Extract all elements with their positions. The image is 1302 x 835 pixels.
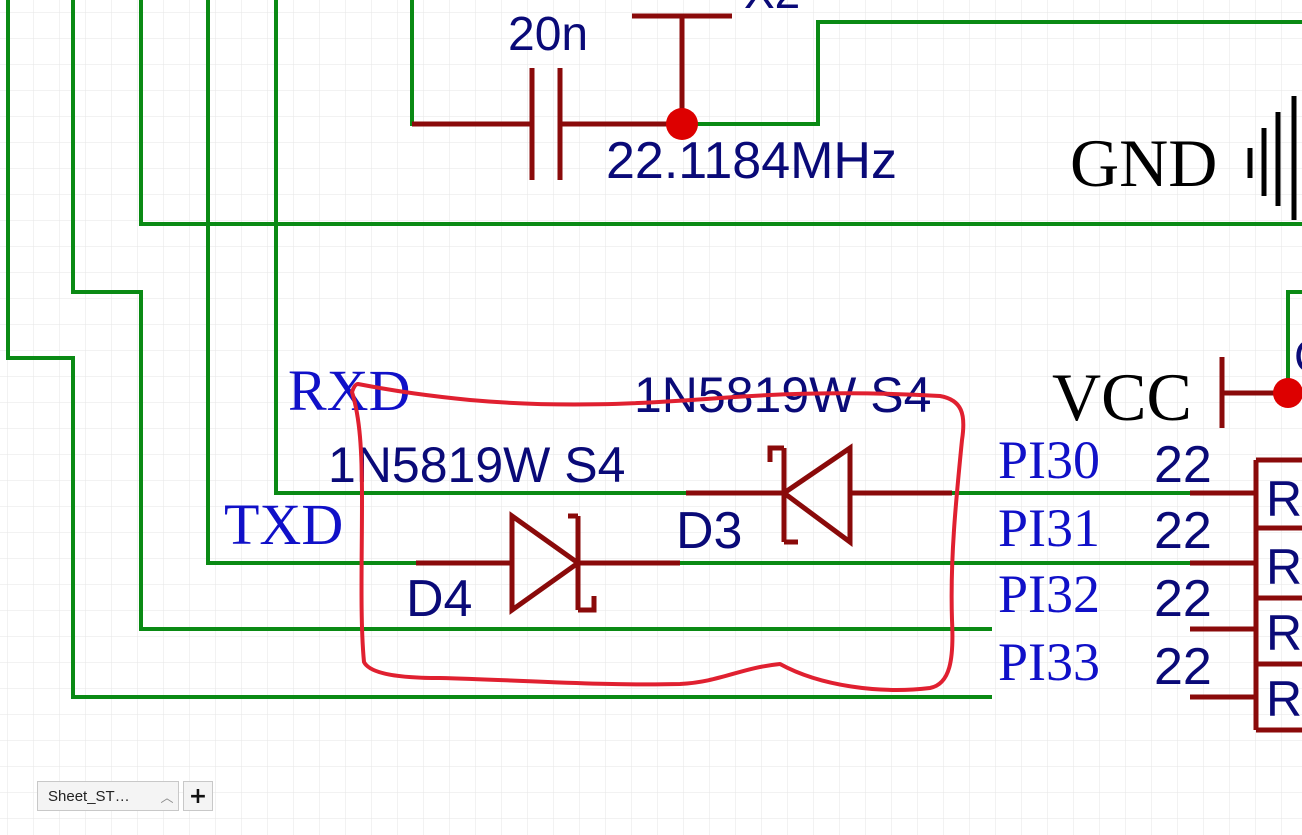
annotation-freehand-loop bbox=[350, 382, 966, 692]
wire-rxd bbox=[274, 0, 688, 495]
gnd-label: GND bbox=[1070, 125, 1217, 201]
resistor-designator-2: R bbox=[1266, 539, 1302, 595]
net-label-pi32: PI32 bbox=[998, 564, 1100, 624]
sheet-tab-label: Sheet_ST… bbox=[48, 787, 130, 805]
d3-designator: D3 bbox=[676, 502, 742, 560]
diode-d4 bbox=[416, 511, 680, 615]
d4-designator: D4 bbox=[406, 570, 472, 628]
gnd-symbol bbox=[1247, 96, 1297, 220]
add-sheet-button[interactable]: + bbox=[183, 781, 213, 811]
wire-vcc-up bbox=[1286, 290, 1302, 395]
crystal-designator: X2 bbox=[744, 0, 800, 18]
capacitor-20n bbox=[412, 68, 682, 180]
partial-label-right: C bbox=[1294, 330, 1302, 382]
wire-left-2 bbox=[71, 0, 992, 631]
chevron-up-icon[interactable]: ︿ bbox=[160, 789, 174, 805]
resistor-designator-3: R bbox=[1266, 605, 1302, 661]
resistor-designator-4: R bbox=[1266, 671, 1302, 727]
net-label-txd: TXD bbox=[224, 492, 343, 557]
vcc-label: VCC bbox=[1052, 359, 1192, 435]
crystal-x2 bbox=[632, 13, 732, 124]
components bbox=[412, 13, 1302, 733]
resistor-value-4: 22 bbox=[1154, 638, 1212, 696]
net-label-pi33: PI33 bbox=[998, 632, 1100, 692]
junction-vcc bbox=[1273, 378, 1302, 408]
capacitor-value: 20n bbox=[508, 8, 588, 61]
sheet-tab-active[interactable]: Sheet_ST… ︿ bbox=[37, 781, 179, 811]
crystal-frequency: 22.1184MHz bbox=[606, 132, 897, 190]
wire-crystal-right bbox=[680, 20, 1302, 126]
wire-left-3 bbox=[139, 0, 1302, 226]
net-label-pi30: PI30 bbox=[998, 430, 1100, 490]
d4-part-number: 1N5819W S4 bbox=[328, 437, 625, 493]
wires bbox=[6, 0, 1302, 699]
wire-left-1 bbox=[6, 0, 992, 699]
resistor-designator-1: R bbox=[1266, 471, 1302, 527]
resistor-bodies bbox=[1253, 457, 1302, 733]
diode-d3 bbox=[686, 443, 952, 547]
resistor-value-2: 22 bbox=[1154, 502, 1212, 560]
junction-crystal bbox=[666, 108, 698, 140]
plus-icon: + bbox=[188, 783, 208, 809]
resistor-value-1: 22 bbox=[1154, 436, 1212, 494]
wire-txd bbox=[206, 0, 418, 565]
net-label-pi31: PI31 bbox=[998, 498, 1100, 558]
resistor-value-3: 22 bbox=[1154, 570, 1212, 628]
